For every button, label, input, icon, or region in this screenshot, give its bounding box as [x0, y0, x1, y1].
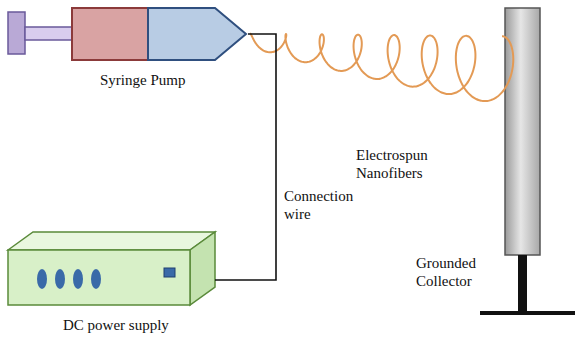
syringe-pump: Syringe Pump [5, 5, 248, 105]
node-label: DC power supply [63, 316, 213, 334]
node-label: Syringe Pump [100, 71, 240, 89]
power-supply-drawing [8, 232, 215, 305]
connection-wire [215, 34, 276, 280]
collector-drawing [480, 8, 575, 313]
fiber-label: Electrospun Nanofibers [356, 146, 466, 182]
nanofiber-jet [250, 34, 513, 101]
power-supply: DC power supply [5, 228, 215, 336]
node-label: Grounded Collector [416, 254, 500, 290]
grounded-collector: Grounded Collector [412, 8, 547, 300]
wire-label: Connection wire [284, 187, 364, 223]
syringe-pump-drawing [8, 8, 246, 60]
